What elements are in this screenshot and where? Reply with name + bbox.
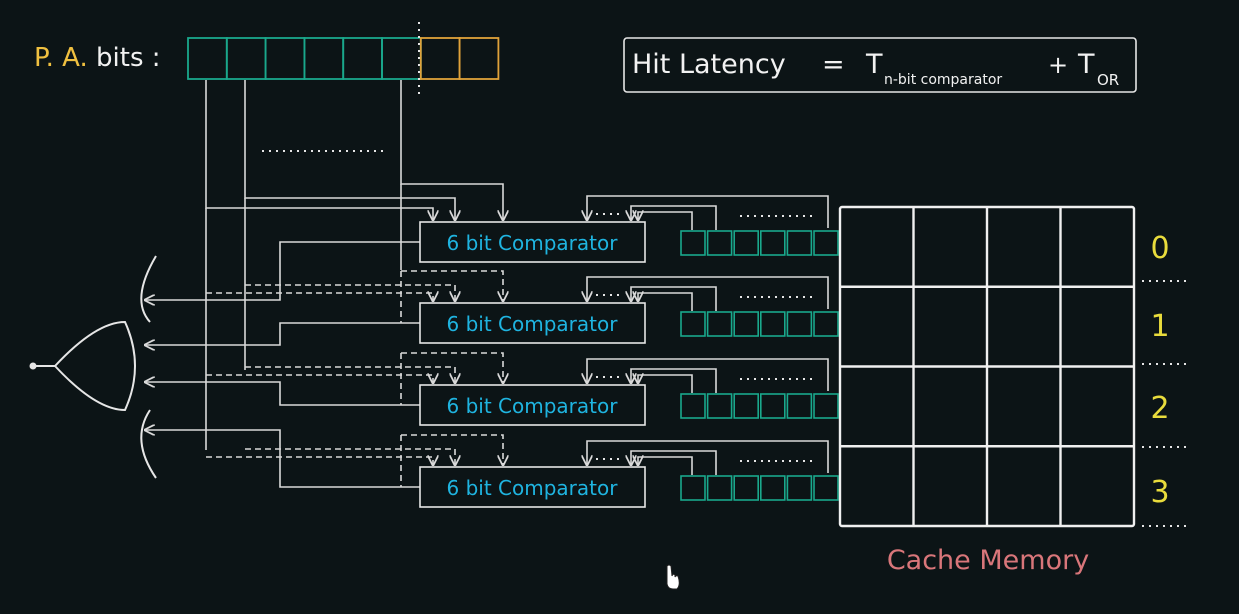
tag-register-cell <box>680 475 706 501</box>
comparator-output-wire <box>145 430 420 488</box>
pa-tag-bit-cell <box>225 37 267 80</box>
tag-wire <box>638 375 693 393</box>
tag-register-cell <box>759 393 786 419</box>
pa-tag-bit-cell <box>303 37 345 80</box>
comparator-output-wire <box>145 382 420 406</box>
tag-register-cell <box>733 311 760 337</box>
pa-wire <box>205 80 433 220</box>
tag-register-cell <box>813 393 839 419</box>
tag-wire <box>631 286 717 311</box>
comparator-box <box>419 466 646 508</box>
formula-label: Hit Latency <box>632 49 786 80</box>
tag-wire <box>587 440 829 473</box>
tag-register-cell <box>733 230 760 256</box>
comparator-2: 6 bit Comparator <box>419 384 646 426</box>
formula-box <box>623 37 1137 93</box>
cache-memory-grid <box>838 205 1136 528</box>
tag-register-cell <box>813 311 839 337</box>
pa-wire <box>400 80 503 220</box>
row-separator-dots <box>1142 280 1190 527</box>
cache-memory-label: Cache Memory <box>887 545 1089 576</box>
tag-register-cell <box>759 475 786 501</box>
tag-register-cell <box>680 230 706 256</box>
pa-bits-register <box>187 37 500 80</box>
comparator-label: 6 bit Comparator <box>447 394 619 418</box>
tag-wire <box>587 195 829 228</box>
tag-wire <box>638 293 693 311</box>
pa-tag-bit-cell <box>187 37 228 80</box>
tag-register-cell <box>759 311 786 337</box>
tag-register-cell <box>680 311 706 337</box>
hit-latency-formula: Hit Latency = T n-bit comparator + T OR <box>623 37 1137 93</box>
tag-register-cell <box>813 475 839 501</box>
pa-wire-branch <box>245 448 455 465</box>
pa-bits-label: P. A. bits : <box>34 43 161 73</box>
comparator-box <box>419 384 646 426</box>
wiring <box>145 80 829 488</box>
comparators: 6 bit Comparator 6 bit Comparator 6 bit … <box>419 221 646 508</box>
tag-wire <box>638 212 693 230</box>
tag-wire <box>587 276 829 309</box>
comparator-label: 6 bit Comparator <box>447 312 619 336</box>
formula-equals: = <box>822 49 845 80</box>
tag-register-cell <box>680 393 706 419</box>
tag-register-cell <box>786 311 813 337</box>
pa-wire-branch <box>245 284 455 301</box>
row-label-3: 3 <box>1150 475 1169 510</box>
tag-wire <box>631 368 717 393</box>
pa-tag-bit-cell <box>342 37 383 80</box>
tag-wire <box>587 358 829 391</box>
formula-term1: T <box>865 49 883 80</box>
tag-wire <box>631 450 717 475</box>
or-gate-icon <box>29 255 157 479</box>
tag-register-cell <box>733 475 760 501</box>
tag-register-cell <box>706 311 733 337</box>
tag-register-cell <box>813 230 839 256</box>
tag-wire <box>631 205 717 230</box>
pa-wire-branch <box>401 352 503 383</box>
formula-plus: + <box>1048 51 1068 79</box>
tag-register-cell <box>706 475 733 501</box>
comparator-output-wire <box>145 322 420 345</box>
pa-tag-bit-cell <box>381 37 422 80</box>
tag-register-cell <box>786 475 813 501</box>
tag-registers <box>680 230 839 501</box>
mouse-cursor-icon <box>666 564 680 590</box>
formula-term2: T <box>1077 49 1095 80</box>
tag-wire <box>638 457 693 475</box>
comparator-box <box>419 221 646 263</box>
formula-term2-subscript: OR <box>1097 71 1119 89</box>
pa-wire-branch <box>245 366 455 383</box>
pa-tag-bit-cell <box>264 37 306 80</box>
comparator-3: 6 bit Comparator <box>419 466 646 508</box>
comparator-output-wire <box>145 241 420 300</box>
tag-register-cell <box>706 393 733 419</box>
tag-register-cell <box>759 230 786 256</box>
tag-register-cell <box>733 393 760 419</box>
tag-register-cell <box>706 230 733 256</box>
cache-row-labels: 0 1 2 3 <box>1150 231 1169 510</box>
formula-term1-subscript: n-bit comparator <box>884 72 1002 88</box>
pa-index-bit-cell <box>458 37 500 80</box>
pa-wire-branch <box>401 270 503 301</box>
comparator-label: 6 bit Comparator <box>447 476 619 500</box>
tag-register-cell <box>786 230 813 256</box>
row-label-1: 1 <box>1150 309 1169 344</box>
comparator-1: 6 bit Comparator <box>419 302 646 344</box>
pa-wire-branch <box>206 457 433 465</box>
pa-index-bit-cell <box>419 37 461 80</box>
pa-wire-branch <box>401 434 503 465</box>
comparator-label: 6 bit Comparator <box>447 231 619 255</box>
pa-wire-branch <box>206 293 433 301</box>
comparator-box <box>419 302 646 344</box>
pa-wire-branch <box>206 375 433 383</box>
pa-wire <box>244 80 455 220</box>
row-label-0: 0 <box>1150 231 1169 266</box>
tag-register-cell <box>786 393 813 419</box>
row-label-2: 2 <box>1150 391 1169 426</box>
comparator-0: 6 bit Comparator <box>419 221 646 263</box>
